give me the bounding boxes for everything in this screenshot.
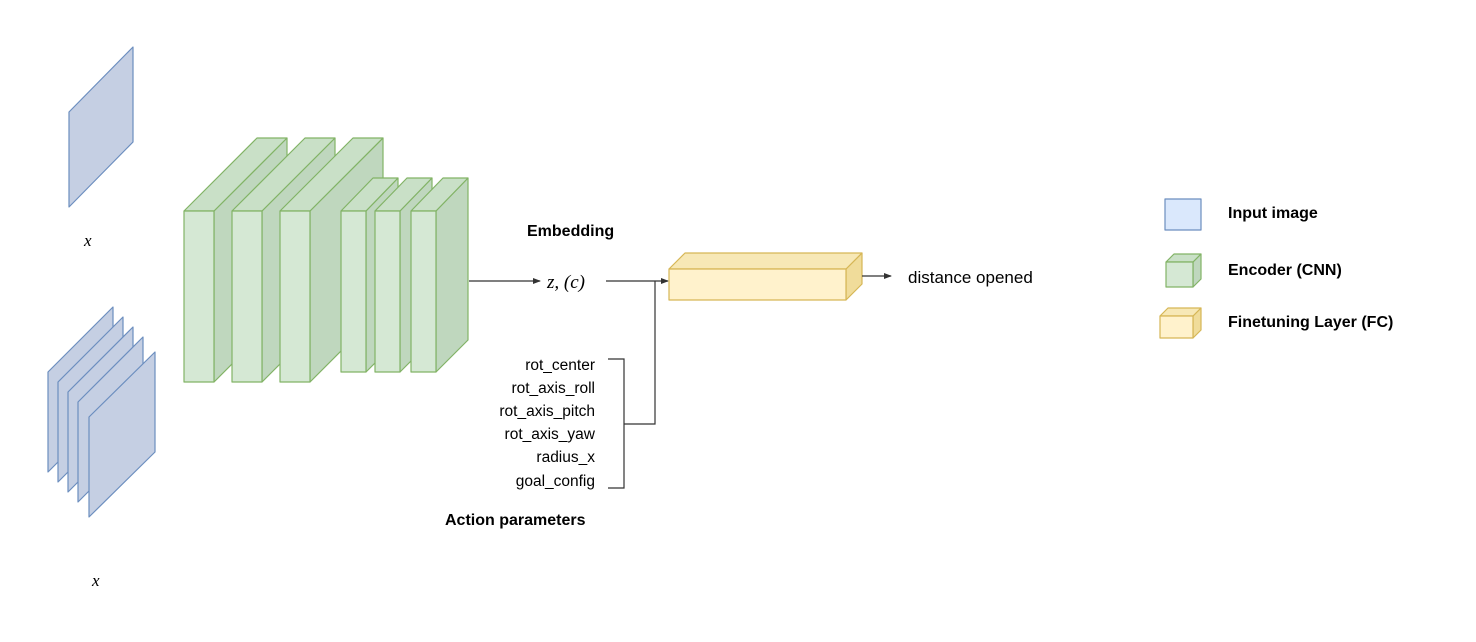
finetuning-layer-fc: [668, 252, 863, 301]
encoder-layer-6: [410, 177, 469, 373]
action-param: rot_axis_roll: [511, 380, 595, 397]
encoder-cnn: [183, 137, 469, 383]
action-param: rot_center: [525, 357, 595, 374]
legend-input-swatch: [1164, 198, 1202, 231]
action-params-bracket: [608, 281, 656, 489]
embedding-variable: z, (c): [546, 272, 585, 293]
legend-fc-swatch: [1159, 307, 1202, 339]
input-image-single: [68, 46, 134, 208]
legend-label: Finetuning Layer (FC): [1228, 314, 1393, 331]
action-param: goal_config: [516, 473, 595, 490]
input-single-label: x: [83, 231, 92, 250]
action-param: radius_x: [536, 449, 595, 466]
legend-encoder-swatch: [1165, 253, 1202, 288]
input-image-stack: [47, 306, 156, 518]
legend: Input image Encoder (CNN) Finetuning Lay…: [1159, 198, 1393, 339]
action-params-title: Action parameters: [445, 512, 586, 529]
embedding-title: Embedding: [527, 223, 614, 240]
legend-label: Encoder (CNN): [1228, 262, 1342, 279]
input-stack-label: x: [91, 571, 100, 590]
legend-label: Input image: [1228, 205, 1318, 222]
action-params-list: rot_center rot_axis_roll rot_axis_pitch …: [499, 357, 595, 490]
output-label: distance opened: [908, 268, 1033, 287]
action-param: rot_axis_yaw: [505, 426, 596, 443]
legend-item-input-image: Input image: [1164, 198, 1318, 231]
legend-item-encoder: Encoder (CNN): [1165, 253, 1342, 288]
legend-item-finetuning: Finetuning Layer (FC): [1159, 307, 1393, 339]
action-param: rot_axis_pitch: [499, 403, 595, 420]
